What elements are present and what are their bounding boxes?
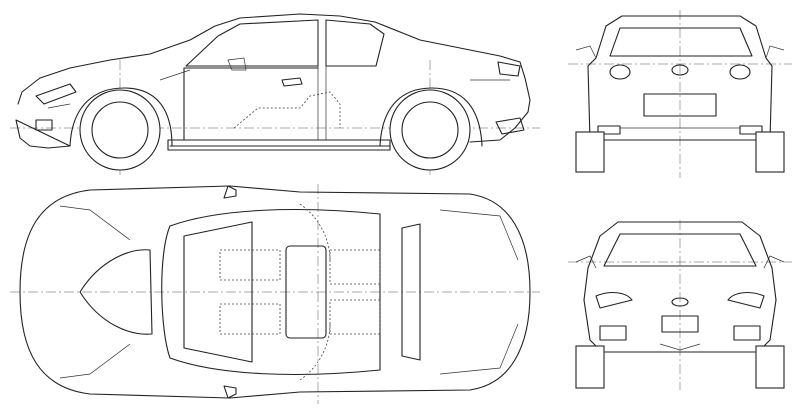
side-body-outline bbox=[15, 13, 531, 149]
front-fog-lights bbox=[599, 325, 761, 341]
top-rear-window bbox=[401, 223, 421, 361]
front-windshield bbox=[603, 233, 757, 267]
front-body-outline bbox=[583, 221, 777, 353]
rear-mirrors bbox=[575, 45, 785, 59]
front-mirrors bbox=[575, 255, 785, 269]
side-door-seam bbox=[317, 20, 327, 140]
top-view bbox=[10, 184, 540, 404]
top-windshield bbox=[183, 221, 253, 363]
side-headlight bbox=[35, 83, 77, 105]
side-door bbox=[183, 67, 319, 141]
top-mirrors bbox=[223, 185, 237, 399]
front-emblem bbox=[671, 297, 689, 307]
top-sunroof bbox=[285, 245, 327, 339]
side-exhaust bbox=[495, 117, 525, 135]
rear-window bbox=[609, 27, 753, 57]
top-hood-shape bbox=[79, 249, 153, 335]
side-foglight bbox=[35, 119, 53, 131]
top-cabin-outline bbox=[161, 209, 381, 375]
front-license-plate bbox=[661, 315, 699, 333]
rear-left-tire bbox=[575, 131, 605, 173]
front-left-headlight bbox=[595, 291, 633, 309]
side-view bbox=[10, 13, 540, 175]
side-character-lines bbox=[47, 69, 510, 109]
rear-license-plate bbox=[643, 93, 717, 117]
side-front-rim bbox=[91, 101, 149, 159]
side-rear-arch bbox=[379, 87, 483, 147]
top-seats-hidden bbox=[219, 249, 381, 335]
side-door-handle bbox=[281, 77, 303, 87]
rear-right-taillight bbox=[729, 64, 751, 80]
side-front-arch bbox=[69, 87, 173, 147]
top-body-outline bbox=[19, 185, 531, 399]
top-door-swing bbox=[299, 203, 331, 381]
front-chin-line bbox=[659, 343, 701, 351]
rear-right-tire bbox=[755, 131, 785, 173]
rear-emblem bbox=[671, 64, 689, 76]
side-taillight bbox=[497, 61, 521, 77]
side-mirror bbox=[227, 57, 247, 71]
side-rear-rim bbox=[401, 101, 459, 159]
top-rear-deck-lines bbox=[439, 209, 519, 375]
rear-view bbox=[568, 10, 792, 178]
side-rear-window bbox=[325, 19, 385, 67]
rear-left-taillight bbox=[609, 64, 631, 80]
side-sill bbox=[167, 139, 391, 151]
front-view bbox=[568, 220, 792, 390]
front-right-headlight bbox=[727, 291, 765, 309]
top-fender-lines bbox=[59, 205, 131, 379]
front-left-tire bbox=[575, 345, 605, 389]
front-right-tire bbox=[755, 345, 785, 389]
side-front-window bbox=[185, 19, 319, 67]
side-seat-hidden bbox=[233, 91, 341, 129]
